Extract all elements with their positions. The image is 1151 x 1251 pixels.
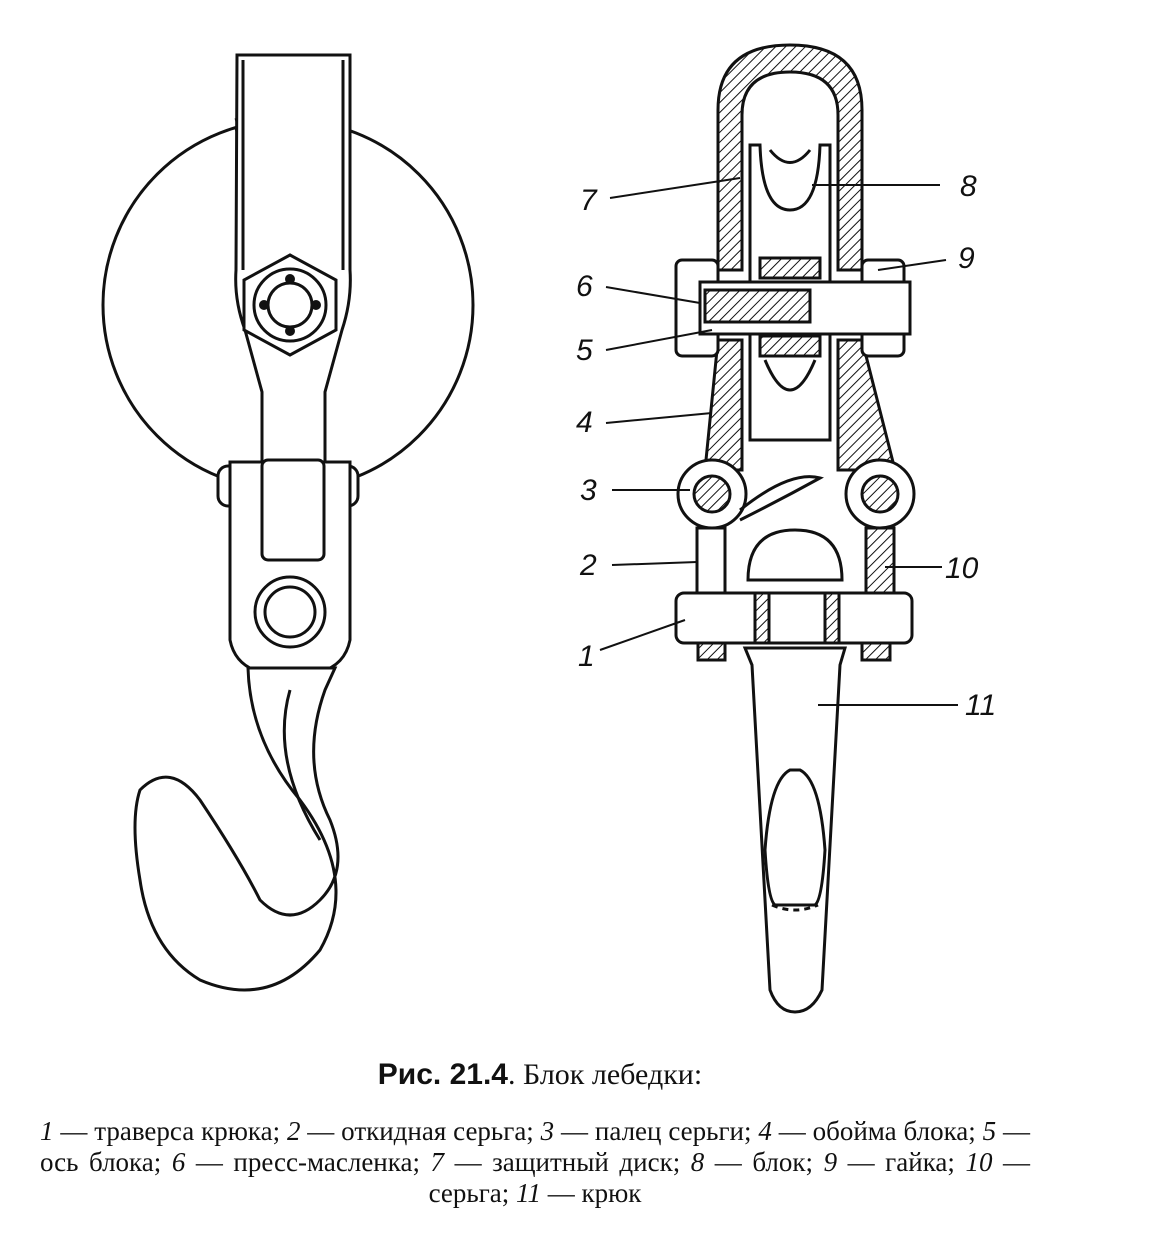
legend-item: 10 — серьга;: [428, 1147, 1031, 1208]
callout-2: 2: [579, 549, 597, 582]
winch-block-drawing: 1 2 3 4 5 6 7 8 9 10 11: [101, 43, 996, 1014]
hook-traverse: [674, 591, 914, 645]
side-view: [101, 53, 475, 992]
legend-item: 8 — блок;: [690, 1147, 824, 1177]
callout-3: 3: [580, 474, 597, 507]
callout-11: 11: [965, 689, 996, 722]
callout-5: 5: [576, 334, 593, 367]
callout-4: 4: [576, 406, 593, 439]
legend-item: 7 — защитный диск;: [430, 1147, 691, 1177]
figure-caption: Рис. 21.4. Блок лебедки:: [40, 1058, 1040, 1092]
leader-lines: [599, 177, 958, 706]
figure-title: . Блок лебедки:: [508, 1058, 703, 1091]
figure-number: Рис. 21.4: [377, 1058, 508, 1091]
hook-shank: [742, 646, 848, 1014]
pulley-section: [748, 143, 832, 442]
callout-8: 8: [960, 170, 977, 203]
legend-item: 2 — откидная серьга;: [286, 1116, 541, 1146]
callout-6: 6: [576, 270, 593, 303]
figure-legend: 1 — траверса крюка; 2 — откидная серьга;…: [40, 1116, 1030, 1209]
hex-nut: [242, 253, 338, 357]
legend-item: 11 — крюк: [516, 1178, 642, 1208]
legend-item: 1 — траверса крюка;: [40, 1116, 287, 1146]
legend-item: 5 — ось блока;: [40, 1116, 1031, 1177]
callout-10: 10: [945, 552, 979, 585]
callout-7: 7: [580, 184, 598, 217]
legend-item: 3 — палец серьги;: [540, 1116, 759, 1146]
hook: [133, 666, 340, 992]
section-view: [674, 43, 916, 1014]
legend-item: 4 — обойма блока;: [758, 1116, 983, 1146]
legend-item: 6 — пресс-масленка;: [171, 1147, 431, 1177]
callout-9: 9: [958, 242, 975, 275]
block-housing: [716, 43, 864, 272]
callout-1: 1: [578, 640, 595, 673]
legend-item: 9 — гайка;: [823, 1147, 966, 1177]
